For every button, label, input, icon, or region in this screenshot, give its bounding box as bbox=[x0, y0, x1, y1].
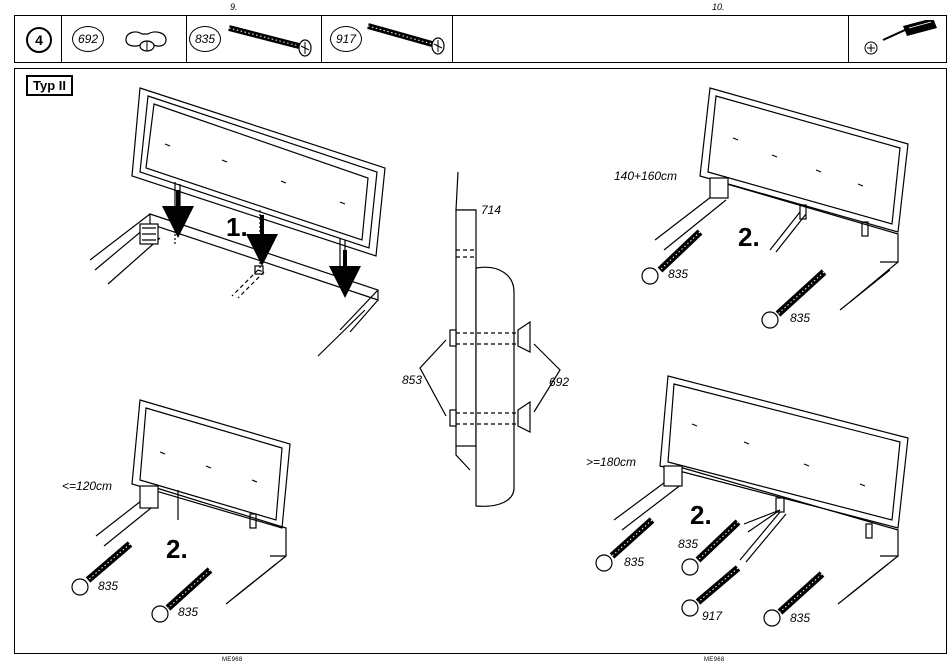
panel-120-step-label: 2. bbox=[166, 534, 188, 564]
panel-180-step-label: 2. bbox=[690, 500, 712, 530]
panel-140-step-label: 2. bbox=[738, 222, 760, 252]
panel-140-160 bbox=[642, 88, 908, 328]
panel-120-size-label: <=120cm bbox=[62, 479, 112, 493]
panel-140-size-label: 140+160cm bbox=[614, 169, 677, 183]
panel-180 bbox=[596, 376, 908, 626]
panel-120-bolt-b: 835 bbox=[178, 605, 198, 619]
detail-nut-label: 692 bbox=[549, 375, 569, 389]
panel-180-bolt-b: 835 bbox=[678, 537, 698, 551]
panel-140-bolt-b: 835 bbox=[790, 311, 810, 325]
footer-code-left: ME968 bbox=[222, 657, 243, 663]
footer-code-right: ME968 bbox=[704, 657, 725, 663]
panel-180-bolt-a: 835 bbox=[624, 555, 644, 569]
detail-bolt-label: 853 bbox=[402, 373, 422, 387]
detail-panel bbox=[420, 172, 560, 506]
panel-120-bolt-a: 835 bbox=[98, 579, 118, 593]
panel-180-bolt-d: 835 bbox=[790, 611, 810, 625]
panel-180-bolt-c: 917 bbox=[702, 609, 723, 623]
panel-180-size-label: >=180cm bbox=[586, 455, 636, 469]
detail-board-label: 714 bbox=[481, 203, 501, 217]
panel-140-bolt-a: 835 bbox=[668, 267, 688, 281]
main-step-label: 1. bbox=[226, 212, 248, 242]
